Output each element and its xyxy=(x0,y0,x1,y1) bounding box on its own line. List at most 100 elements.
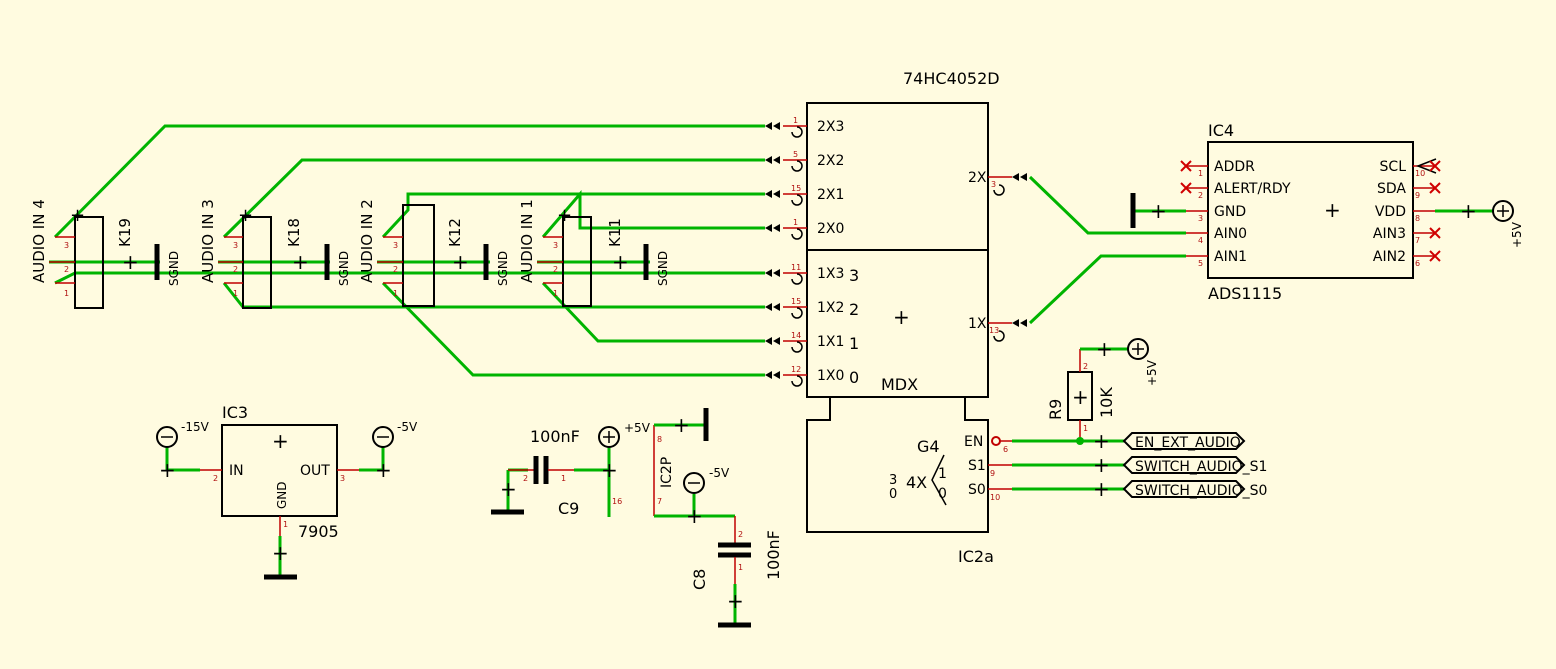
svg-text:1: 1 xyxy=(553,289,558,298)
net-text: EN_EXT_AUDIO xyxy=(1135,435,1241,451)
left-digit-bottom: 0 xyxy=(889,487,897,502)
svg-text:3: 3 xyxy=(393,241,398,250)
svg-text:+: + xyxy=(272,429,289,453)
adc-pin-addr: ADDR xyxy=(1214,159,1255,175)
svg-text:16: 16 xyxy=(612,497,622,506)
mux-chip: 74HC4052D IC2a MDX + 2X3 2X2 2X1 2X0 1X3… xyxy=(783,69,1012,566)
pin-num-s1: 9 xyxy=(990,469,995,478)
adc-pin-vdd: VDD xyxy=(1375,204,1406,220)
connector-ref: K19 xyxy=(116,218,134,247)
adc-num-9: 9 xyxy=(1415,191,1420,200)
left-digit-top: 3 xyxy=(889,473,897,488)
svg-text:+: + xyxy=(727,589,744,613)
sgnd-label: SGND xyxy=(337,251,351,286)
range-label: 4X xyxy=(906,473,927,492)
mux-name: 74HC4052D xyxy=(903,69,1000,88)
mux-part: IC2a xyxy=(958,547,994,566)
adc-pin-gnd: GND xyxy=(1214,204,1246,220)
wire-1x-to-ain1 xyxy=(1028,254,1186,325)
adc-pin-ain0: AIN0 xyxy=(1214,226,1247,242)
channel-digit-2: 2 xyxy=(849,300,859,319)
adc-vdd-label: +5V xyxy=(1510,221,1524,248)
minus15v-supply-icon xyxy=(156,426,178,448)
adc-pin-ain3: AIN3 xyxy=(1373,226,1406,242)
control-nets: + + + EN_EXT_AUDIO SWITCH_AUDIO_S1 SWITC… xyxy=(1012,429,1267,501)
channel-digit-1: 1 xyxy=(849,334,859,353)
svg-text:2: 2 xyxy=(738,530,743,539)
audio-wires xyxy=(49,124,765,377)
connector-label: AUDIO IN 1 xyxy=(518,199,536,283)
svg-text:3: 3 xyxy=(64,241,69,250)
svg-text:+: + xyxy=(1093,429,1110,453)
capacitor-c8: 2 1 C8 100nF + xyxy=(690,516,783,628)
pin-num-1x2: 15 xyxy=(791,297,801,306)
pin-label-2x3: 2X3 xyxy=(817,119,844,135)
svg-text:+: + xyxy=(238,205,253,226)
connector-ref: K11 xyxy=(606,218,624,247)
pin-label-1x2: 1X2 xyxy=(817,300,844,316)
pin-label-2x1: 2X1 xyxy=(817,187,844,203)
adc-num-8: 8 xyxy=(1415,214,1420,223)
pin-label-1x1: 1X1 xyxy=(817,334,844,350)
adc-origin-cross: + xyxy=(1324,198,1341,222)
sgnd-label: SGND xyxy=(496,251,510,286)
svg-text:3: 3 xyxy=(233,241,238,250)
supply-label: +5V xyxy=(1145,359,1159,386)
pin-label-s1: S1 xyxy=(968,458,986,474)
svg-text:2: 2 xyxy=(64,265,69,274)
pin-label-1x0: 1X0 xyxy=(817,368,844,384)
net-text: SWITCH_AUDIO_S1 xyxy=(1135,459,1267,475)
connector-k12: 3 2 1 AUDIO IN 2 K12 + SGND xyxy=(358,199,510,307)
svg-text:+: + xyxy=(686,504,703,528)
pin-num-2x: 3 xyxy=(991,180,996,189)
channel-digit-3: 3 xyxy=(849,266,859,285)
svg-text:1: 1 xyxy=(561,474,566,483)
svg-text:+: + xyxy=(1096,337,1113,361)
adc-pin-ain1: AIN1 xyxy=(1214,249,1247,265)
adc-num-7: 7 xyxy=(1415,236,1420,245)
adc-num-10: 10 xyxy=(1415,169,1425,178)
svg-text:3: 3 xyxy=(553,241,558,250)
pin-label-1x3: 1X3 xyxy=(817,266,844,282)
supply-label: -15V xyxy=(181,420,210,434)
svg-text:+: + xyxy=(500,477,517,501)
svg-text:2: 2 xyxy=(553,265,558,274)
pin-label-1x: 1X xyxy=(968,316,987,332)
mux-input-arrows xyxy=(765,122,780,379)
svg-text:+: + xyxy=(1093,477,1110,501)
ic2p-label: IC2P xyxy=(659,457,675,488)
mux-origin-cross: + xyxy=(893,305,910,329)
pin-num-2x3: 1 xyxy=(793,116,798,125)
svg-text:+: + xyxy=(1072,385,1089,409)
svg-text:1: 1 xyxy=(283,520,288,529)
svg-text:2: 2 xyxy=(1083,362,1088,371)
svg-text:1: 1 xyxy=(233,289,238,298)
adc-num-2: 2 xyxy=(1198,191,1203,200)
plus5v-supply-icon xyxy=(598,426,620,448)
svg-text:2: 2 xyxy=(213,474,218,483)
pin-num-1x: 13 xyxy=(989,326,999,335)
pin-num-1x3: 11 xyxy=(791,263,801,272)
adc-num-3: 3 xyxy=(1198,214,1203,223)
net-label-switch-audio-s1 xyxy=(1122,456,1246,474)
adc-body xyxy=(1207,141,1414,279)
r9-value: 10K xyxy=(1097,387,1116,418)
wire-2x-to-ain0 xyxy=(1028,175,1186,235)
r9-ref: R9 xyxy=(1046,399,1065,420)
svg-text:2: 2 xyxy=(233,265,238,274)
supply-label: -5V xyxy=(709,466,730,480)
pin-num-2x2: 5 xyxy=(793,150,798,159)
adc-pin-sda: SDA xyxy=(1377,181,1406,197)
connector-ref: K18 xyxy=(285,218,303,247)
adc-pin-scl: SCL xyxy=(1380,159,1407,175)
c8-value: 100nF xyxy=(764,530,783,580)
connector-label: AUDIO IN 4 xyxy=(30,199,48,283)
supply-label: -5V xyxy=(397,420,418,434)
svg-text:2: 2 xyxy=(393,265,398,274)
no-connect-markers xyxy=(1180,160,1441,262)
svg-text:IN: IN xyxy=(229,463,244,479)
svg-text:1: 1 xyxy=(1083,424,1088,433)
svg-text:1: 1 xyxy=(738,563,743,572)
pin-num-en: 6 xyxy=(1003,445,1008,454)
